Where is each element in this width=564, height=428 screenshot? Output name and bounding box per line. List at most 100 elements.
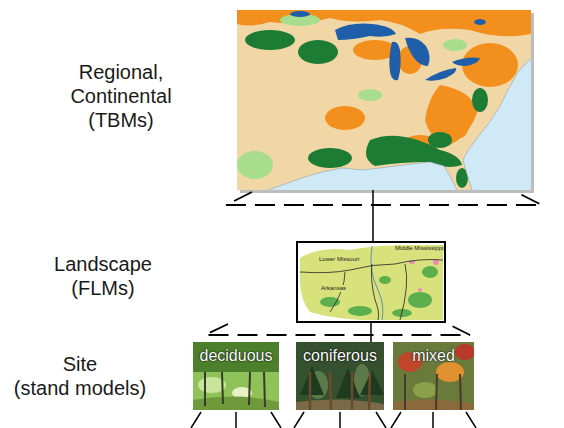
deciduous-photo [205,372,265,407]
zoom-bracket [191,412,476,428]
mixed-photo [455,344,474,360]
zoom-bracket [205,190,542,342]
landscape-map [297,242,445,322]
mixed-photo [393,342,474,410]
land-cover-green [298,40,338,64]
zoom-bracket [372,190,374,242]
level-label: Landscape (FLMs) [28,252,178,300]
land-cover-green [308,148,352,168]
land-cover-green [245,30,295,50]
landscape-map [300,245,443,320]
coniferous-photo [360,370,384,395]
mixed-photo [460,374,461,410]
label-line: Landscape [28,252,178,276]
coniferous-photo [351,372,354,410]
landscape-map [300,246,443,321]
lakes [290,11,310,17]
mixed-photo [413,382,437,398]
lakes [474,19,486,25]
land-cover-orange [325,106,365,130]
deciduous-photo [193,342,279,410]
landscape-map [408,292,432,308]
land-cover [237,10,531,190]
land-cover-light-green [237,151,273,179]
landscape-map [400,264,407,320]
coniferous-photo [330,372,331,410]
mixed-photo [393,342,474,410]
landscape-map [300,260,443,321]
region-label: Arkansas [320,285,347,292]
zoom-bracket [271,412,281,428]
land-cover-light-green [358,89,382,101]
landscape-map [409,259,439,292]
coniferous-photo [336,368,360,398]
continental-map [237,10,531,190]
mixed-photo [436,374,437,410]
label-line: Continental [41,84,201,108]
region-label: Middle Mississippi [394,245,444,252]
lakes [389,42,400,81]
lakes [425,68,456,81]
land-cover-green [472,88,488,112]
land-cover-orange [450,102,470,138]
level-label: Site (stand models) [0,352,165,400]
coniferous-photo [300,366,324,395]
landscape-map [422,266,438,278]
zoom-bracket [432,412,434,428]
stand-photo: mixed [393,342,474,410]
stand-type-label: mixed [412,347,455,365]
zoom-bracket [191,412,201,428]
landscape-map [330,272,345,312]
deciduous-photo [193,342,279,410]
coniferous-photo [300,366,384,398]
lakes [290,11,486,81]
landscape-map [418,288,422,292]
deciduous-photo [204,372,206,406]
land-cover-green [428,132,452,148]
label-line: Site [0,352,165,376]
stand-type-label: deciduous [200,347,273,365]
coniferous-photo [369,372,370,410]
land-cover [237,10,531,190]
land-cover-light-green [443,39,467,51]
zoom-bracket [339,412,341,428]
landscape-map [348,306,372,316]
stand-photo: coniferous [296,342,384,410]
land-cover-green [245,30,488,188]
land-cover-light-green [237,14,467,179]
zoom-bracket [226,192,542,205]
level-label: Regional, Continental (TBMs) [41,60,201,132]
deciduous-photo [222,372,223,404]
zoom-bracket [376,412,386,428]
coniferous-photo [310,372,370,410]
coniferous-photo [309,372,312,410]
zoom-bracket [235,412,237,428]
coniferous-photo [296,342,384,410]
lakes [405,38,430,66]
zoom-bracket [294,412,304,428]
stand-type-label: coniferous [303,347,377,365]
deciduous-photo [264,372,265,407]
landscape-map [379,276,391,284]
land-cover-orange [237,10,531,155]
label-line: Regional, [41,60,201,84]
mixed-photo [405,374,461,410]
continental-map [237,10,531,190]
lakes [335,24,396,40]
stand-photo: deciduous [193,342,279,410]
deciduous-photo [193,342,279,372]
zoom-bracket [370,323,372,342]
landscape-map [371,246,383,320]
landscape-map [371,264,378,320]
coniferous-photo [296,342,384,410]
landscape-map [320,297,340,307]
zoom-bracket [466,412,476,428]
label-line: (FLMs) [28,276,178,300]
coastline [268,58,531,190]
region-label: Lower Missouri [318,256,360,263]
landscape-map [297,242,445,322]
label-line: (TBMs) [41,108,201,132]
zoom-bracket [391,412,401,428]
lakes [452,58,480,67]
zoom-bracket [205,324,470,335]
